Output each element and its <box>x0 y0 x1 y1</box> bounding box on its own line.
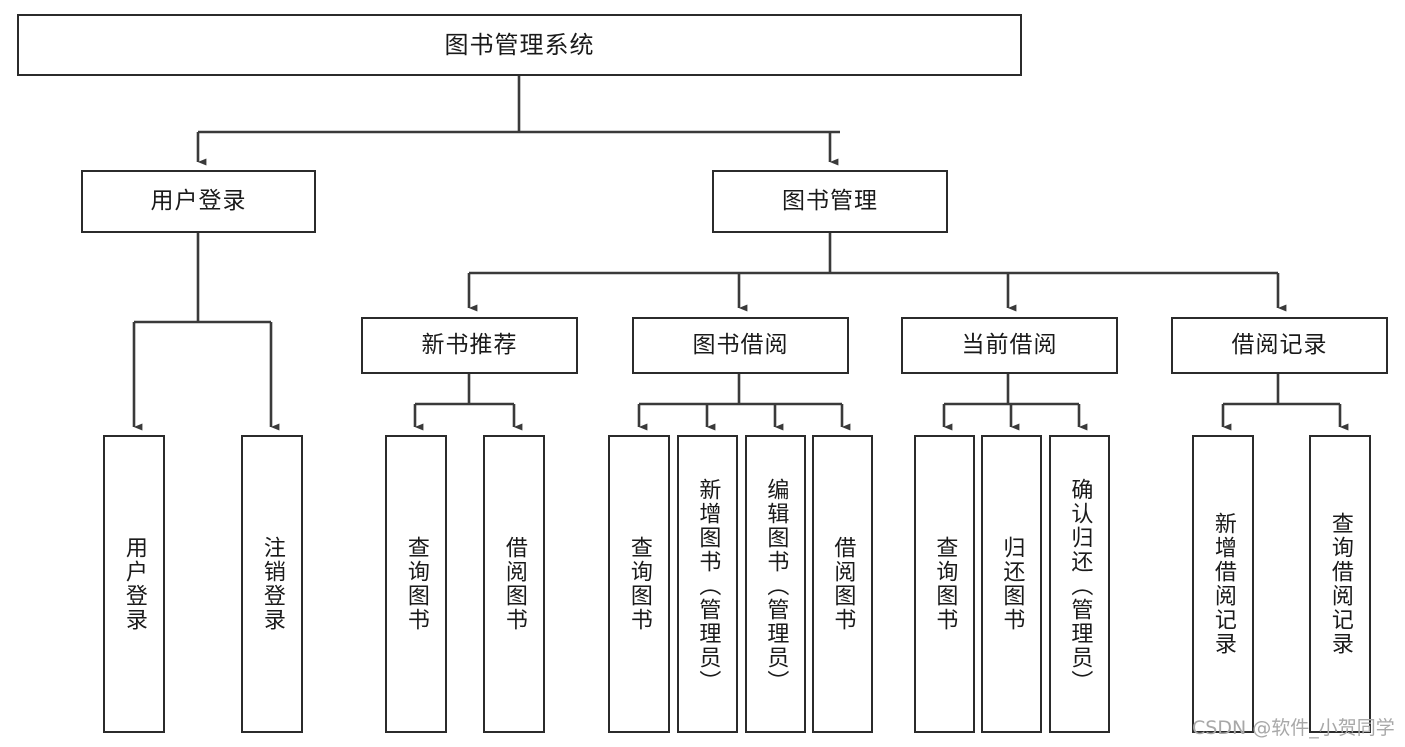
node-label: 借阅记录 <box>1231 331 1328 358</box>
node-label: 新增图书（管理员） <box>695 478 721 694</box>
leaf-borrow-books-newbook[interactable]: 借阅图书 <box>483 435 545 733</box>
leaf-query-books-newbook[interactable]: 查询图书 <box>385 435 447 733</box>
node-label: 图书管理系统 <box>444 30 595 59</box>
leaf-return-books[interactable]: 归还图书 <box>981 435 1042 733</box>
csdn-watermark: CSDN @软件_小贺同学 <box>1192 717 1395 739</box>
node-new-book-recommend[interactable]: 新书推荐 <box>361 317 578 374</box>
node-label: 图书管理 <box>782 187 878 214</box>
node-label: 用户登录 <box>121 536 147 632</box>
node-label: 新增借阅记录 <box>1210 512 1236 656</box>
node-label: 编辑图书（管理员） <box>763 478 789 694</box>
node-label: 确认归还（管理员） <box>1067 478 1093 694</box>
leaf-logout[interactable]: 注销登录 <box>241 435 303 733</box>
node-label: 用户登录 <box>150 187 247 214</box>
node-user-login[interactable]: 用户登录 <box>81 170 316 233</box>
node-label: 借阅图书 <box>501 536 527 632</box>
node-root-book-management-system[interactable]: 图书管理系统 <box>17 14 1022 76</box>
node-book-borrow[interactable]: 图书借阅 <box>632 317 849 374</box>
leaf-query-borrow-record[interactable]: 查询借阅记录 <box>1309 435 1371 733</box>
leaf-edit-book-admin[interactable]: 编辑图书（管理员） <box>745 435 806 733</box>
leaf-add-book-admin[interactable]: 新增图书（管理员） <box>677 435 738 733</box>
node-label: 借阅图书 <box>830 536 856 632</box>
leaf-confirm-return-admin[interactable]: 确认归还（管理员） <box>1049 435 1110 733</box>
leaf-borrow-books-borrow[interactable]: 借阅图书 <box>812 435 873 733</box>
leaf-query-books-current[interactable]: 查询图书 <box>914 435 975 733</box>
node-book-management[interactable]: 图书管理 <box>712 170 948 233</box>
node-label: 归还图书 <box>999 536 1025 632</box>
node-label: 查询图书 <box>932 536 958 632</box>
node-current-borrow[interactable]: 当前借阅 <box>901 317 1118 374</box>
node-label: 查询图书 <box>403 536 429 632</box>
node-label: 当前借阅 <box>961 331 1058 358</box>
node-label: 查询借阅记录 <box>1327 512 1353 656</box>
node-label: 新书推荐 <box>421 331 518 358</box>
node-borrow-records[interactable]: 借阅记录 <box>1171 317 1388 374</box>
leaf-add-borrow-record[interactable]: 新增借阅记录 <box>1192 435 1254 733</box>
leaf-query-books-borrow[interactable]: 查询图书 <box>608 435 670 733</box>
node-label: 查询图书 <box>626 536 652 632</box>
leaf-user-login[interactable]: 用户登录 <box>103 435 165 733</box>
node-label: 注销登录 <box>259 536 285 632</box>
node-label: 图书借阅 <box>692 331 789 358</box>
